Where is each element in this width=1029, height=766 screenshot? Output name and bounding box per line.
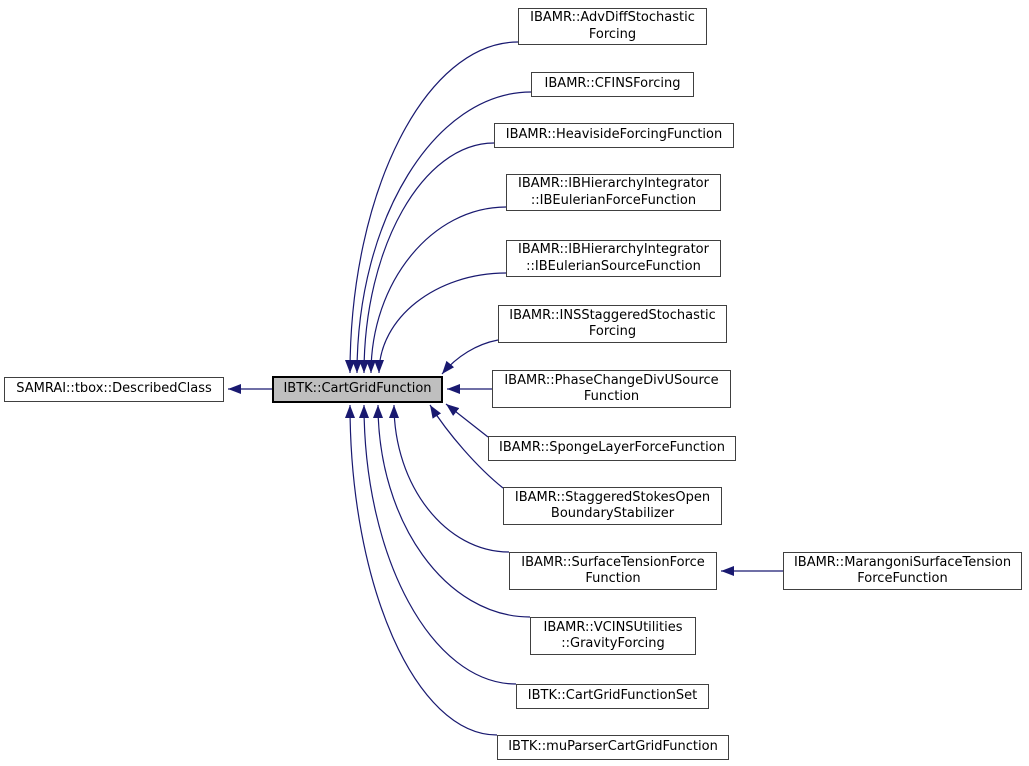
node-ibamr-marangonisurfacetensionforcefunction[interactable]: IBAMR::MarangoniSurfaceTension ForceFunc… <box>783 552 1022 590</box>
edge-spongelayerforcefunction-to-cartgridfunction <box>445 403 489 438</box>
node-label: ::GravityForcing <box>561 636 665 651</box>
edge-cfinsforcing-to-cartgridfunction <box>352 91 532 374</box>
node-label: Function <box>585 571 641 586</box>
node-label: IBAMR::PhaseChangeDivUSource <box>504 372 719 388</box>
edge-staggeredstokesopenboundarystabilizer-to-cartgridfunction <box>429 404 504 489</box>
node-label: ::IBEulerianSourceFunction <box>526 258 701 274</box>
node-label: Forcing <box>588 324 637 339</box>
node-label: IBAMR::MarangoniSurfaceTension <box>793 554 1012 570</box>
node-label: IBTK::muParserCartGridFunction <box>508 739 718 755</box>
edge-cartgridfunctionset-to-cartgridfunction <box>359 404 517 685</box>
edge-insstaggeredstochasticforcing-to-cartgridfunction <box>441 339 499 375</box>
node-ibamr-staggeredstokesopenboundarystabilizer[interactable]: IBAMR::StaggeredStokesOpen BoundaryStabi… <box>503 487 722 525</box>
node-label: IBTK::CartGridFunction <box>283 381 432 397</box>
node-ibamr-ibeuleriansourcefunction[interactable]: IBAMR::IBHierarchyIntegrator ::IBEuleria… <box>506 240 721 277</box>
node-ibtk-cartgridfunction[interactable]: IBTK::CartGridFunction <box>272 376 443 403</box>
edge-ibeulerianforcefunction-to-cartgridfunction <box>366 206 507 374</box>
node-label: Function <box>583 389 640 404</box>
node-ibamr-heavisideforcingfunction[interactable]: IBAMR::HeavisideForcingFunction <box>494 123 734 148</box>
node-label: IBAMR::CFINSForcing <box>544 76 681 92</box>
node-label: IBAMR::INSStaggeredStochastic <box>509 307 716 323</box>
edge-heavisideforcingfunction-to-cartgridfunction <box>359 142 495 374</box>
node-label: IBAMR::AdvDiffStochastic <box>530 10 695 25</box>
node-ibamr-surfacetensionforcefunction[interactable]: IBAMR::SurfaceTensionForce Function <box>509 552 717 590</box>
node-label: IBAMR::SpongeLayerForceFunction <box>499 440 725 456</box>
node-label: IBTK::CartGridFunctionSet <box>527 688 698 704</box>
edge-gravityforcing-to-cartgridfunction <box>373 404 531 618</box>
node-label: ::IBEulerianForceFunction <box>530 192 697 208</box>
node-ibamr-ibeulerianforcefunction[interactable]: IBAMR::IBHierarchyIntegrator ::IBEuleria… <box>506 174 721 211</box>
node-label: Forcing <box>588 26 637 42</box>
node-label: IBAMR::VCINSUtilities <box>543 619 683 635</box>
node-ibamr-advdiffstochasticforcing[interactable]: IBAMR::AdvDiffStochastic Forcing <box>518 8 707 45</box>
node-ibamr-insstaggeredstochasticforcing[interactable]: IBAMR::INSStaggeredStochastic Forcing <box>498 305 727 343</box>
edge-advdiffstochasticforcing-to-cartgridfunction <box>345 41 519 374</box>
node-label: IBAMR::IBHierarchyIntegrator <box>518 176 709 191</box>
node-label: SAMRAI::tbox::DescribedClass <box>16 381 212 397</box>
edge-muparsercartgridfunction-to-cartgridfunction <box>345 404 498 736</box>
node-ibamr-phasechangedivusourcefunction[interactable]: IBAMR::PhaseChangeDivUSource Function <box>492 370 731 408</box>
node-label: IBAMR::IBHierarchyIntegrator <box>518 242 709 257</box>
node-label: ForceFunction <box>857 571 948 586</box>
edge-ibeuleriansourcefunction-to-cartgridfunction <box>374 272 507 374</box>
node-ibamr-vcinsutilities-gravityforcing[interactable]: IBAMR::VCINSUtilities ::GravityForcing <box>530 617 696 655</box>
node-ibtk-muparsercartgridfunction[interactable]: IBTK::muParserCartGridFunction <box>497 735 729 760</box>
node-ibamr-cfinsforcing[interactable]: IBAMR::CFINSForcing <box>531 72 694 97</box>
edge-surfacetensionforcefunction-to-cartgridfunction <box>389 404 510 553</box>
node-ibtk-cartgridfunctionset[interactable]: IBTK::CartGridFunctionSet <box>516 684 709 709</box>
node-label: BoundaryStabilizer <box>550 506 675 521</box>
node-ibamr-spongelayerforcefunction[interactable]: IBAMR::SpongeLayerForceFunction <box>488 436 736 461</box>
node-label: IBAMR::StaggeredStokesOpen <box>514 489 711 505</box>
node-label: IBAMR::SurfaceTensionForce <box>521 554 705 570</box>
node-samrai-tbox-describedclass[interactable]: SAMRAI::tbox::DescribedClass <box>4 377 224 402</box>
node-label: IBAMR::HeavisideForcingFunction <box>505 127 723 143</box>
